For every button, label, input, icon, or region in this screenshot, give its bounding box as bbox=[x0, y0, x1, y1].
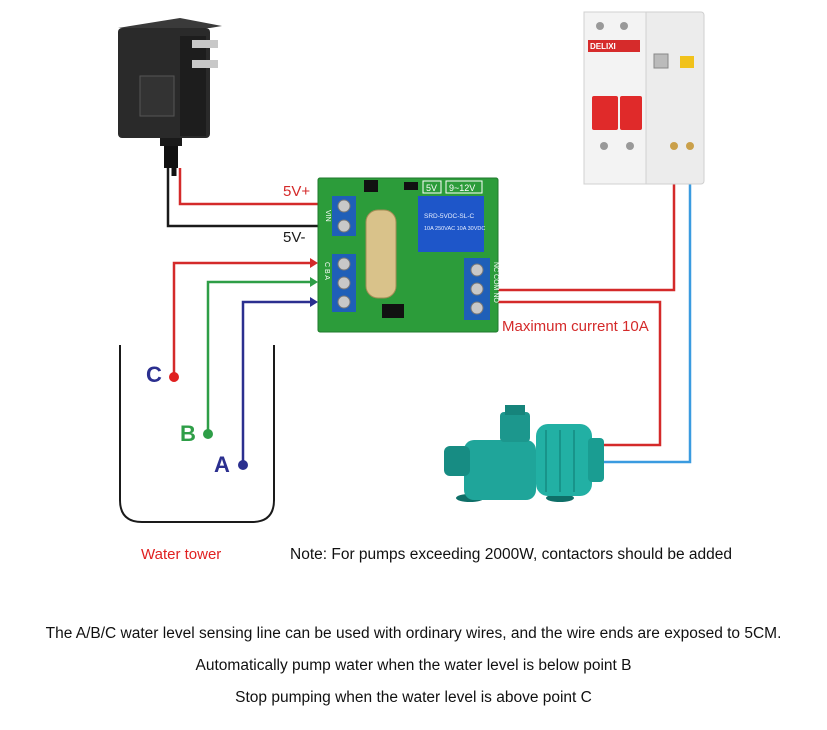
wire-5v-plus bbox=[178, 168, 332, 206]
wire-breaker-pump bbox=[600, 150, 692, 464]
vin-pin-label: VIN bbox=[324, 210, 331, 222]
label-5v-minus: 5V- bbox=[283, 229, 306, 246]
badge-range: 9~12V bbox=[449, 183, 475, 193]
label-probe-c: C bbox=[146, 362, 162, 387]
wire-5v-minus bbox=[166, 168, 332, 228]
probe-a-dot bbox=[238, 460, 248, 470]
instruction-line-1: The A/B/C water level sensing line can b… bbox=[45, 625, 782, 642]
label-5v-plus: 5V+ bbox=[283, 183, 311, 200]
label-pump-note: Note: For pumps exceeding 2000W, contact… bbox=[290, 546, 733, 563]
label-probe-a: A bbox=[214, 452, 230, 477]
relay-component bbox=[418, 196, 484, 252]
badge-5v: 5V bbox=[426, 183, 437, 193]
wire-relay-pump bbox=[498, 300, 662, 447]
wire-probe-b bbox=[206, 280, 310, 434]
relay-pin-label: NC COM NO bbox=[492, 262, 499, 303]
relay-text: SRD-5VDC-SL-C bbox=[424, 213, 475, 220]
sense-pin-label: C B A bbox=[323, 262, 330, 280]
water-pump-icon bbox=[444, 405, 604, 502]
label-water-tower: Water tower bbox=[141, 546, 222, 563]
probe-b-dot bbox=[203, 429, 213, 439]
instruction-line-3: Stop pumping when the water level is abo… bbox=[235, 689, 592, 706]
wire-relay-breaker bbox=[498, 150, 676, 292]
probe-c-dot bbox=[169, 372, 179, 382]
label-probe-b: B bbox=[180, 421, 196, 446]
wire-probe-a bbox=[241, 300, 310, 465]
wire-probe-c bbox=[172, 261, 310, 377]
circuit-breaker-icon: DELIXI bbox=[583, 11, 705, 185]
label-max-current: Maximum current 10A bbox=[502, 318, 649, 335]
instruction-line-2: Automatically pump water when the water … bbox=[195, 657, 632, 674]
water-tower-icon bbox=[119, 345, 275, 523]
breaker-brand: DELIXI bbox=[590, 42, 616, 51]
relay-board: SRD-5VDC-SL-C 10A 250VAC 10A 30VDC 5V 9~… bbox=[317, 177, 499, 333]
relay-rating: 10A 250VAC 10A 30VDC bbox=[424, 226, 485, 232]
power-adapter-icon bbox=[118, 18, 222, 168]
